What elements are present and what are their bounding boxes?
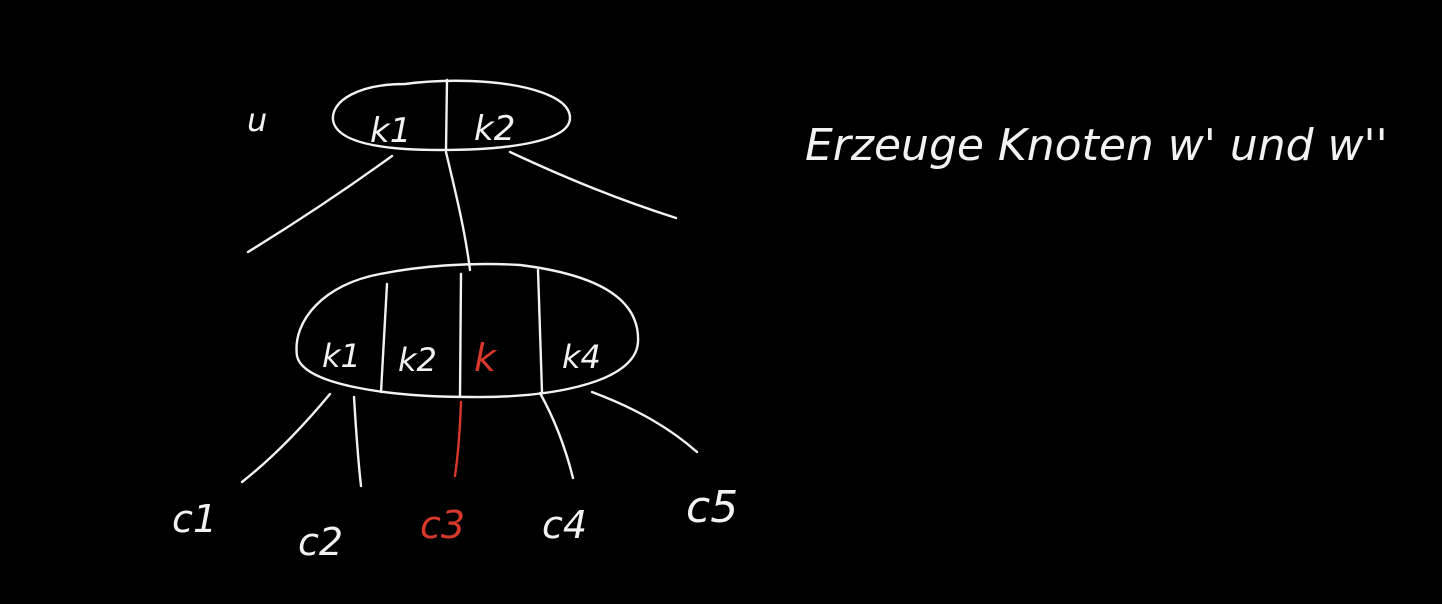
child-label-5: c5 (686, 482, 738, 533)
child-edge-3-highlighted (453, 400, 463, 478)
child-node: k1 k2 k k4 (295, 262, 640, 399)
child-divider-2 (458, 272, 463, 398)
child-key-2: k2 (398, 341, 437, 379)
parent-edges (246, 150, 678, 272)
child-key-4: k4 (562, 338, 601, 376)
child-edges (240, 390, 699, 488)
child-node-outline (295, 262, 640, 399)
child-divider-3 (536, 268, 544, 394)
child-label-1: c1 (172, 497, 217, 541)
child-edge-1 (240, 392, 332, 484)
parent-edge-right (508, 150, 678, 220)
child-divider-1 (379, 282, 389, 394)
parent-node: u k1 k2 (247, 78, 572, 152)
children-labels: c1 c2 c3 c4 c5 (172, 482, 738, 564)
child-label-2: c2 (298, 520, 343, 564)
parent-edge-middle (444, 150, 472, 272)
parent-key-2: k2 (474, 109, 515, 149)
child-label-3-highlighted: c3 (420, 503, 465, 547)
parent-key-1: k1 (370, 111, 411, 151)
child-edge-4 (538, 391, 575, 480)
parent-node-name: u (247, 101, 267, 139)
child-key-3-highlighted: k (474, 336, 498, 380)
child-label-4: c4 (542, 503, 587, 547)
child-edge-2 (352, 395, 363, 488)
parent-edge-left (246, 154, 394, 254)
parent-node-outline (331, 79, 572, 152)
parent-node-divider (444, 78, 449, 152)
child-key-1: k1 (322, 337, 361, 375)
note-text: Erzeuge Knoten w' und w'' (805, 120, 1388, 171)
child-edge-5 (590, 390, 699, 454)
